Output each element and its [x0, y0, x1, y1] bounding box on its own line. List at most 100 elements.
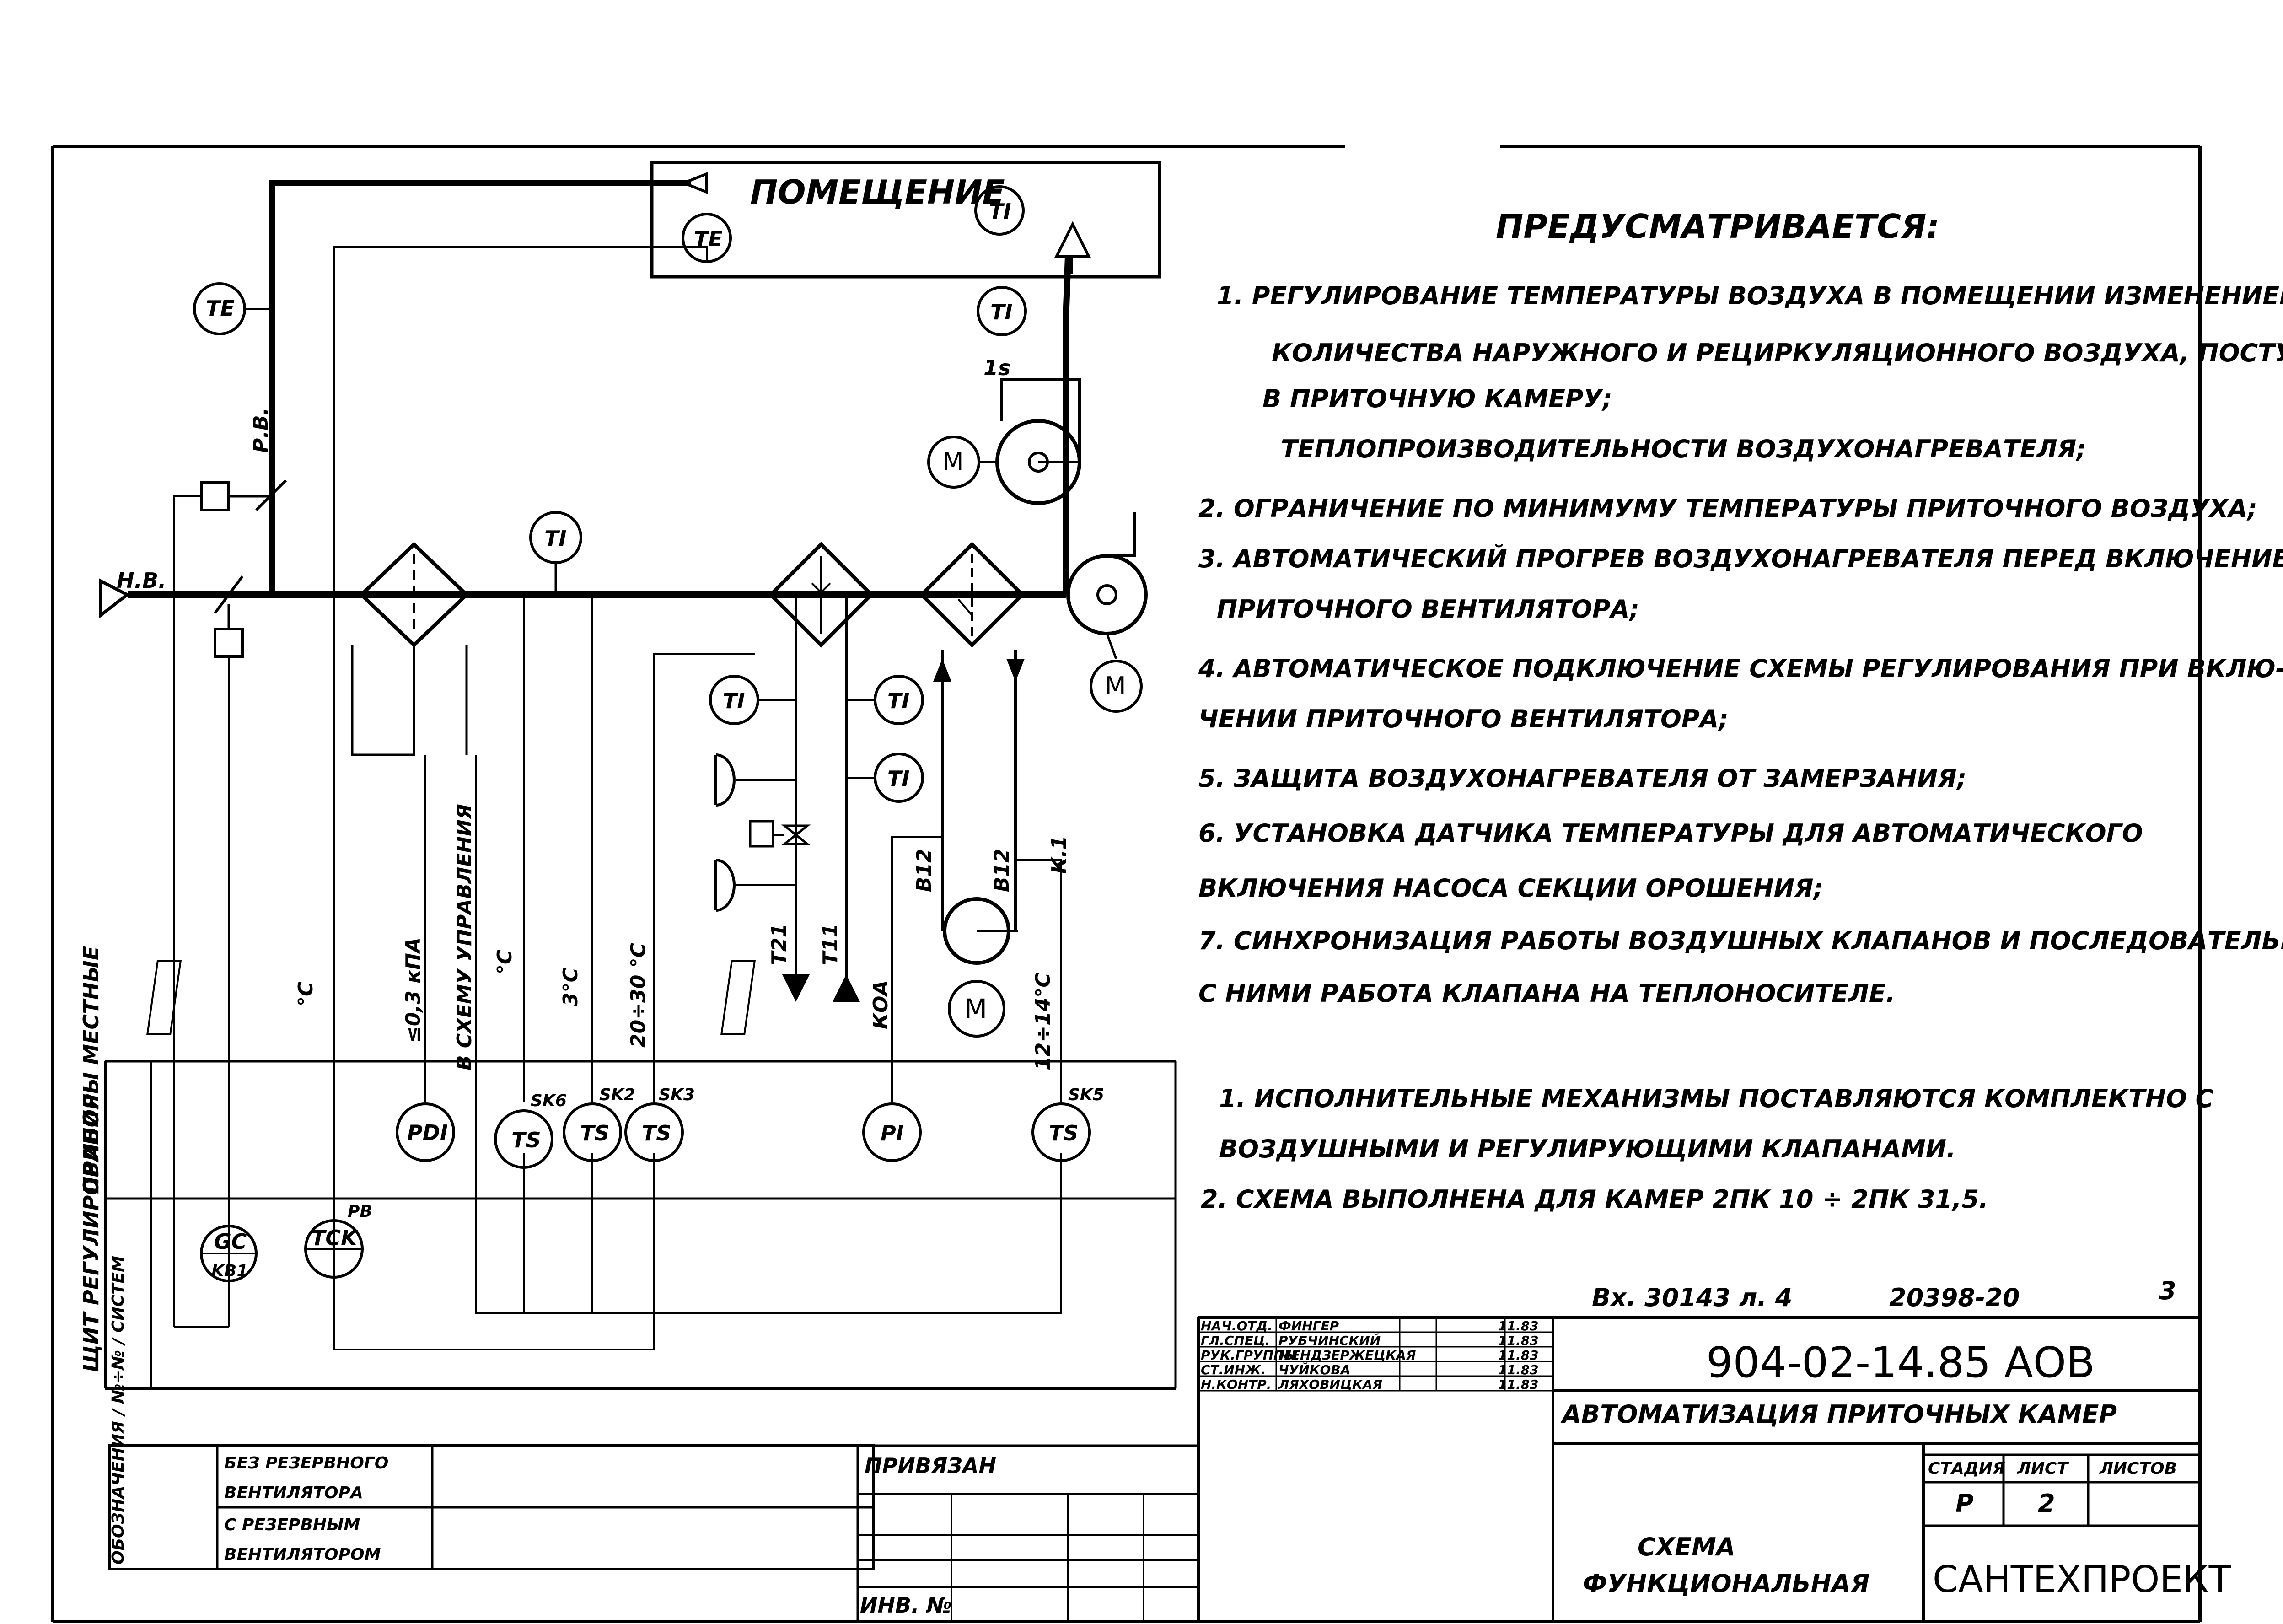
pressure-range-label: ≤0,3 кПА: [402, 937, 425, 1043]
note-line: В ПРИТОЧНУЮ КАМЕРУ;: [1262, 384, 1612, 413]
legend-table: ОБОЗНАЧЕНИЯ / №÷№ / СИСТЕМ БЕЗ РЕЗЕРВНОГ…: [108, 1256, 875, 1570]
note-line: 6. УСТАНОВКА ДАТЧИКА ТЕМПЕРАТУРЫ ДЛЯ АВТ…: [1198, 819, 2143, 848]
sheet-header: ЛИСТ: [2017, 1459, 2069, 1478]
t3-label: 3°C: [559, 968, 582, 1006]
outdoor-air-inlet: Н.В.: [99, 568, 167, 619]
inv-label: ИНВ. №: [860, 1593, 952, 1618]
b12-b-label: В12: [990, 849, 1014, 892]
to-control-label: В СХЕМУ УПРАВЛЕНИЯ: [453, 804, 476, 1070]
notes-heading: ПРЕДУСМАТРИВАЕТСЯ:: [1496, 207, 1939, 246]
recirc-damper: Р.В.: [249, 408, 287, 511]
local-row-label: ПРИБОРЫ МЕСТНЫЕ: [79, 946, 103, 1194]
legend-row1a: БЕЗ РЕЗЕРВНОГО: [224, 1454, 388, 1473]
signer-role: РУК.ГРУППЫ: [1201, 1348, 1297, 1363]
footnote-1b: ВОЗДУШНЫМИ И РЕГУЛИРУЮЩИМИ КЛАПАНАМИ.: [1219, 1135, 1956, 1163]
nv-label: Н.В.: [117, 568, 167, 593]
sk3-label: SK3: [659, 1086, 695, 1104]
t11-label: Т11: [819, 924, 842, 965]
privyazan-label: ПРИВЯЗАН: [865, 1453, 996, 1478]
notes-list: 1. РЕГУЛИРОВАНИЕ ТЕМПЕРАТУРЫ ВОЗДУХА В П…: [1198, 281, 2283, 1008]
te-outdoor-text: TE: [206, 296, 235, 321]
footnote-1a: 1. ИСПОЛНИТЕЛЬНЫЕ МЕХАНИЗМЫ ПОСТАВЛЯЮТСЯ…: [1219, 1084, 2214, 1113]
doc-number: 20398-20: [1889, 1283, 2020, 1312]
room-box: ПОМЕЩЕНИЕ: [650, 161, 1161, 279]
air-filter: [351, 542, 469, 756]
gc-text: GC: [214, 1229, 247, 1254]
k1-label: К.1: [1047, 836, 1071, 874]
fan-2-motor-letter: M: [1105, 672, 1126, 700]
sheet-frame: [51, 145, 2202, 1623]
panel-row-label: ЩИТ РЕГУЛИРОВАНИЯ: [79, 1094, 103, 1372]
note-line: 5. ЗАЩИТА ВОЗДУХОНАГРЕВАТЕЛЯ ОТ ЗАМЕРЗАН…: [1198, 764, 1966, 793]
return-inlet-triangle: [680, 172, 708, 194]
note-line: 2. ОГРАНИЧЕНИЕ ПО МИНИМУМУ ТЕМПЕРАТУРЫ П…: [1198, 494, 2257, 523]
field-instruments: TE TI TE TI 1s TI TI TI TI: [193, 185, 1027, 803]
note-line: КОЛИЧЕСТВА НАРУЖНОГО И РЕЦИРКУЛЯЦИОННОГО…: [1272, 339, 2283, 367]
ts-sk3-text: TS: [642, 1121, 671, 1145]
supply-outlet-triangle: [1054, 221, 1091, 258]
note-line: 3. АВТОМАТИЧЕСКИЙ ПРОГРЕВ ВОЗДУХОНАГРЕВА…: [1198, 544, 2283, 573]
sheet-title-2: ФУНКЦИОНАЛЬНАЯ: [1583, 1569, 1869, 1598]
signal-lines: [173, 246, 1062, 1350]
note-line: ЧЕНИИ ПРИТОЧНОГО ВЕНТИЛЯТОРА;: [1198, 704, 1729, 733]
room-label: ПОМЕЩЕНИЕ: [750, 173, 1005, 211]
signer-name: МЕНДЗЕРЖЕЦКАЯ: [1278, 1348, 1416, 1363]
drawing-code: 904-02-14.85 АОВ: [1706, 1338, 2095, 1387]
oc-b-label: °C: [493, 950, 516, 974]
stage-header: СТАДИЯ: [1928, 1459, 2005, 1478]
signer-role: НАЧ.ОТД.: [1201, 1318, 1273, 1334]
project-title: АВТОМАТИЗАЦИЯ ПРИТОЧНЫХ КАМЕР: [1560, 1400, 2117, 1429]
air-ducts: [128, 180, 1073, 598]
outdoor-air-damper: [200, 481, 274, 658]
org-name: САНТЕХПРОЕКТ: [1933, 1558, 2232, 1601]
fan-1-motor: M: [927, 436, 997, 489]
pressure-domes: [714, 753, 796, 912]
b12-a-label: В12: [913, 849, 936, 892]
stage-value: Р: [1955, 1489, 1974, 1518]
signer-date: 11.83: [1498, 1377, 1539, 1392]
corner-sheet: 3: [2159, 1276, 2176, 1305]
signer-name: ЧУЙКОВА: [1278, 1362, 1350, 1377]
ti-water-left-text: TI: [723, 688, 745, 713]
ti-water-mid-text: TI: [887, 688, 910, 713]
ref-number: Вх. 30143 л. 4: [1592, 1283, 1792, 1312]
sk6-label: SK6: [531, 1092, 567, 1110]
ts-sk6-text: TS: [511, 1128, 541, 1152]
signer-name: РУБЧИНСКИЙ: [1278, 1333, 1381, 1348]
signer-role: Н.КОНТР.: [1201, 1377, 1271, 1392]
title-block: Вх. 30143 л. 4 20398-20 3 904-02-14.85 А…: [1197, 1276, 2232, 1622]
t21-label: Т21: [768, 924, 791, 965]
pump-motor-letter: M: [964, 993, 987, 1024]
signer-date: 11.83: [1498, 1362, 1539, 1377]
water-pipes: [749, 595, 1025, 1002]
sk5-label: SK5: [1068, 1086, 1104, 1104]
ts-sk5-text: TS: [1049, 1121, 1079, 1145]
kb1-text: KB1: [211, 1262, 248, 1280]
panel-instruments: PDI TS SK6 TS SK2 TS SK3 PI TS SK5 GC KB…: [200, 1086, 1104, 1282]
t20-30-label: 20÷30 °C: [627, 943, 650, 1048]
note-line: ТЕПЛОПРОИЗВОДИТЕЛЬНОСТИ ВОЗДУХОНАГРЕВАТЕ…: [1281, 435, 2086, 463]
note-line: ВКЛЮЧЕНИЯ НАСОСА СЕКЦИИ ОРОШЕНИЯ;: [1198, 874, 1823, 903]
signer-name: ФИНГЕР: [1278, 1318, 1339, 1334]
air-heater-1: [768, 542, 874, 648]
legend-row1b: ВЕНТИЛЯТОРА: [224, 1484, 363, 1502]
pb-label: PB: [348, 1202, 372, 1221]
legend-row2a: С РЕЗЕРВНЫМ: [224, 1516, 360, 1534]
notes-block: ПРЕДУСМАТРИВАЕТСЯ: 1. РЕГУЛИРОВАНИЕ ТЕМП…: [1198, 207, 2283, 1214]
tck-text: TCK: [311, 1226, 359, 1250]
sheets-header: ЛИСТОВ: [2099, 1459, 2177, 1478]
pi-text: PI: [881, 1121, 904, 1145]
signer-date: 11.83: [1498, 1333, 1539, 1348]
pdi-text: PDI: [407, 1120, 448, 1145]
binding-table: ПРИВЯЗАН ИНВ. №: [856, 1444, 1198, 1622]
t12-14-label: 12÷14°C: [1031, 973, 1055, 1070]
instrument-rows: ПРИБОРЫ МЕСТНЫЕ ЩИТ РЕГУЛИРОВАНИЯ: [79, 946, 1177, 1390]
fan-2-motor: M: [1090, 660, 1143, 713]
oc-a-label: °C: [294, 982, 317, 1006]
signer-date: 11.83: [1498, 1318, 1539, 1334]
fan-1-motor-letter: M: [942, 447, 964, 476]
signer-role: ГЛ.СПЕЦ.: [1201, 1333, 1270, 1348]
legend-header: ОБОЗНАЧЕНИЯ / №÷№ / СИСТЕМ: [109, 1256, 128, 1565]
